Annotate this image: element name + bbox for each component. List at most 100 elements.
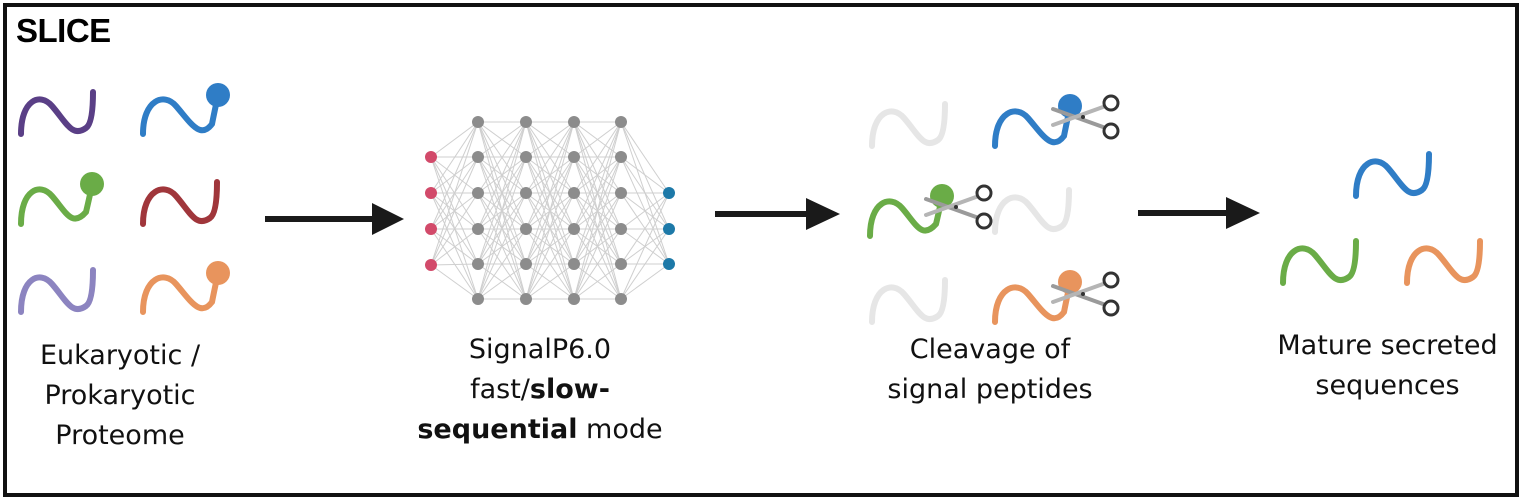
- network-edge: [477, 263, 527, 300]
- protein-chain-icon-orange-mature: [1404, 238, 1483, 286]
- network-edge: [525, 263, 575, 300]
- mature-line-1: Mature secreted: [1277, 330, 1498, 361]
- network-hidden-node: [615, 293, 627, 305]
- network-hidden-node: [520, 151, 532, 163]
- network-hidden-node: [615, 187, 627, 199]
- protein-chain-icon-blue-cleaved: [992, 105, 1073, 149]
- network-hidden-node: [472, 293, 484, 305]
- network-input-node: [425, 259, 437, 271]
- protein-chain-icon-blue: [140, 93, 221, 137]
- network-input-node: [425, 223, 437, 235]
- diagram-frame: [3, 3, 1519, 497]
- network-hidden-node: [520, 116, 532, 128]
- protein-chain-icon-blue-mature: [1353, 151, 1432, 199]
- signalp-slow: slow-: [529, 374, 610, 405]
- network-edge: [525, 192, 575, 300]
- neural-network-icon: [425, 116, 675, 305]
- network-output-node: [663, 258, 675, 270]
- network-edge: [525, 121, 575, 300]
- network-edge: [477, 121, 527, 158]
- protein-chain-icon-red: [140, 179, 220, 227]
- network-hidden-node: [615, 258, 627, 270]
- network-edge: [620, 156, 670, 194]
- network-edge: [620, 192, 670, 265]
- network-edge: [573, 192, 622, 300]
- mature-chains: [1280, 151, 1483, 286]
- network-hidden-node: [472, 151, 484, 163]
- network-hidden-node: [568, 187, 580, 199]
- right-arrow-icon-2: [715, 198, 840, 230]
- network-edge: [525, 121, 575, 194]
- signalp-sequential: sequential: [417, 414, 578, 445]
- network-hidden-node: [472, 187, 484, 199]
- network-edge: [430, 121, 479, 194]
- network-hidden-node: [615, 151, 627, 163]
- proteome-line-1: Eukaryotic /: [39, 340, 201, 371]
- network-edge: [620, 228, 670, 300]
- network-hidden-node: [520, 223, 532, 235]
- network-hidden-node: [568, 116, 580, 128]
- network-edge: [477, 121, 527, 265]
- stage-label-cleavage: Cleavage of signal peptides: [850, 330, 1130, 410]
- network-edge: [477, 121, 527, 300]
- network-edge: [477, 121, 527, 230]
- signalp-line-2: fast/slow-: [395, 370, 685, 410]
- signalp-line-3: sequential mode: [395, 410, 685, 450]
- protein-chain-icon-faded-1: [869, 101, 948, 149]
- protein-chain-icon-green-cleaved: [867, 195, 945, 239]
- network-edge: [525, 121, 575, 265]
- signalp-fast: fast/: [470, 374, 530, 405]
- protein-chain-icon-green: [18, 183, 95, 227]
- stage-label-proteome: Eukaryotic / Prokaryotic Proteome: [0, 336, 240, 456]
- stage-label-mature: Mature secreted sequences: [1245, 326, 1519, 406]
- stage-label-signalp: SignalP6.0 fast/slow- sequential mode: [395, 330, 685, 450]
- signalp-line-1: SignalP6.0: [468, 334, 612, 365]
- network-hidden-node: [472, 258, 484, 270]
- protein-chain-icon-faded-3: [869, 277, 948, 325]
- network-edge: [477, 192, 527, 300]
- network-hidden-node: [568, 223, 580, 235]
- network-edge: [525, 121, 575, 230]
- network-edge: [573, 121, 622, 230]
- mature-line-2: sequences: [1315, 370, 1460, 401]
- network-hidden-node: [615, 116, 627, 128]
- network-edge: [477, 156, 527, 300]
- network-edge: [620, 192, 670, 230]
- protein-chain-icon-green-mature: [1280, 238, 1359, 286]
- cleavage-chains: [867, 94, 1120, 325]
- protein-chain-icon-purple: [18, 89, 96, 137]
- signal-peptide-head-green: [80, 172, 104, 196]
- network-edge: [573, 121, 622, 194]
- network-edge: [430, 121, 479, 158]
- network-hidden-node: [568, 151, 580, 163]
- protein-chain-icon-lavender: [18, 267, 96, 315]
- network-edge: [430, 192, 479, 266]
- right-arrow-icon-1: [265, 203, 404, 235]
- protein-chain-icon-faded-2: [992, 187, 1072, 235]
- cleavage-line-2: signal peptides: [887, 374, 1093, 405]
- neural-network-edges: [430, 121, 670, 300]
- network-edge: [573, 156, 622, 300]
- network-edge: [430, 228, 479, 266]
- network-edge: [525, 156, 575, 300]
- network-edge: [525, 121, 575, 158]
- network-edge: [477, 228, 527, 300]
- network-hidden-node: [520, 258, 532, 270]
- signal-peptide-head-orange: [206, 261, 230, 285]
- proteome-chains: [18, 83, 230, 315]
- protein-chain-icon-orange: [140, 271, 221, 315]
- signalp-mode: mode: [577, 414, 663, 445]
- network-output-node: [663, 187, 675, 199]
- network-edge: [573, 121, 622, 158]
- network-hidden-node: [615, 223, 627, 235]
- proteome-line-2: Prokaryotic: [44, 380, 196, 411]
- diagram-title: SLICE: [16, 12, 111, 49]
- network-input-node: [425, 187, 437, 199]
- right-arrow-icon-3: [1138, 197, 1260, 229]
- network-edge: [430, 121, 479, 230]
- network-edge: [573, 228, 622, 300]
- cleavage-line-1: Cleavage of: [909, 334, 1071, 365]
- network-edge: [430, 263, 479, 266]
- network-edge: [430, 264, 479, 300]
- network-edge: [573, 121, 622, 300]
